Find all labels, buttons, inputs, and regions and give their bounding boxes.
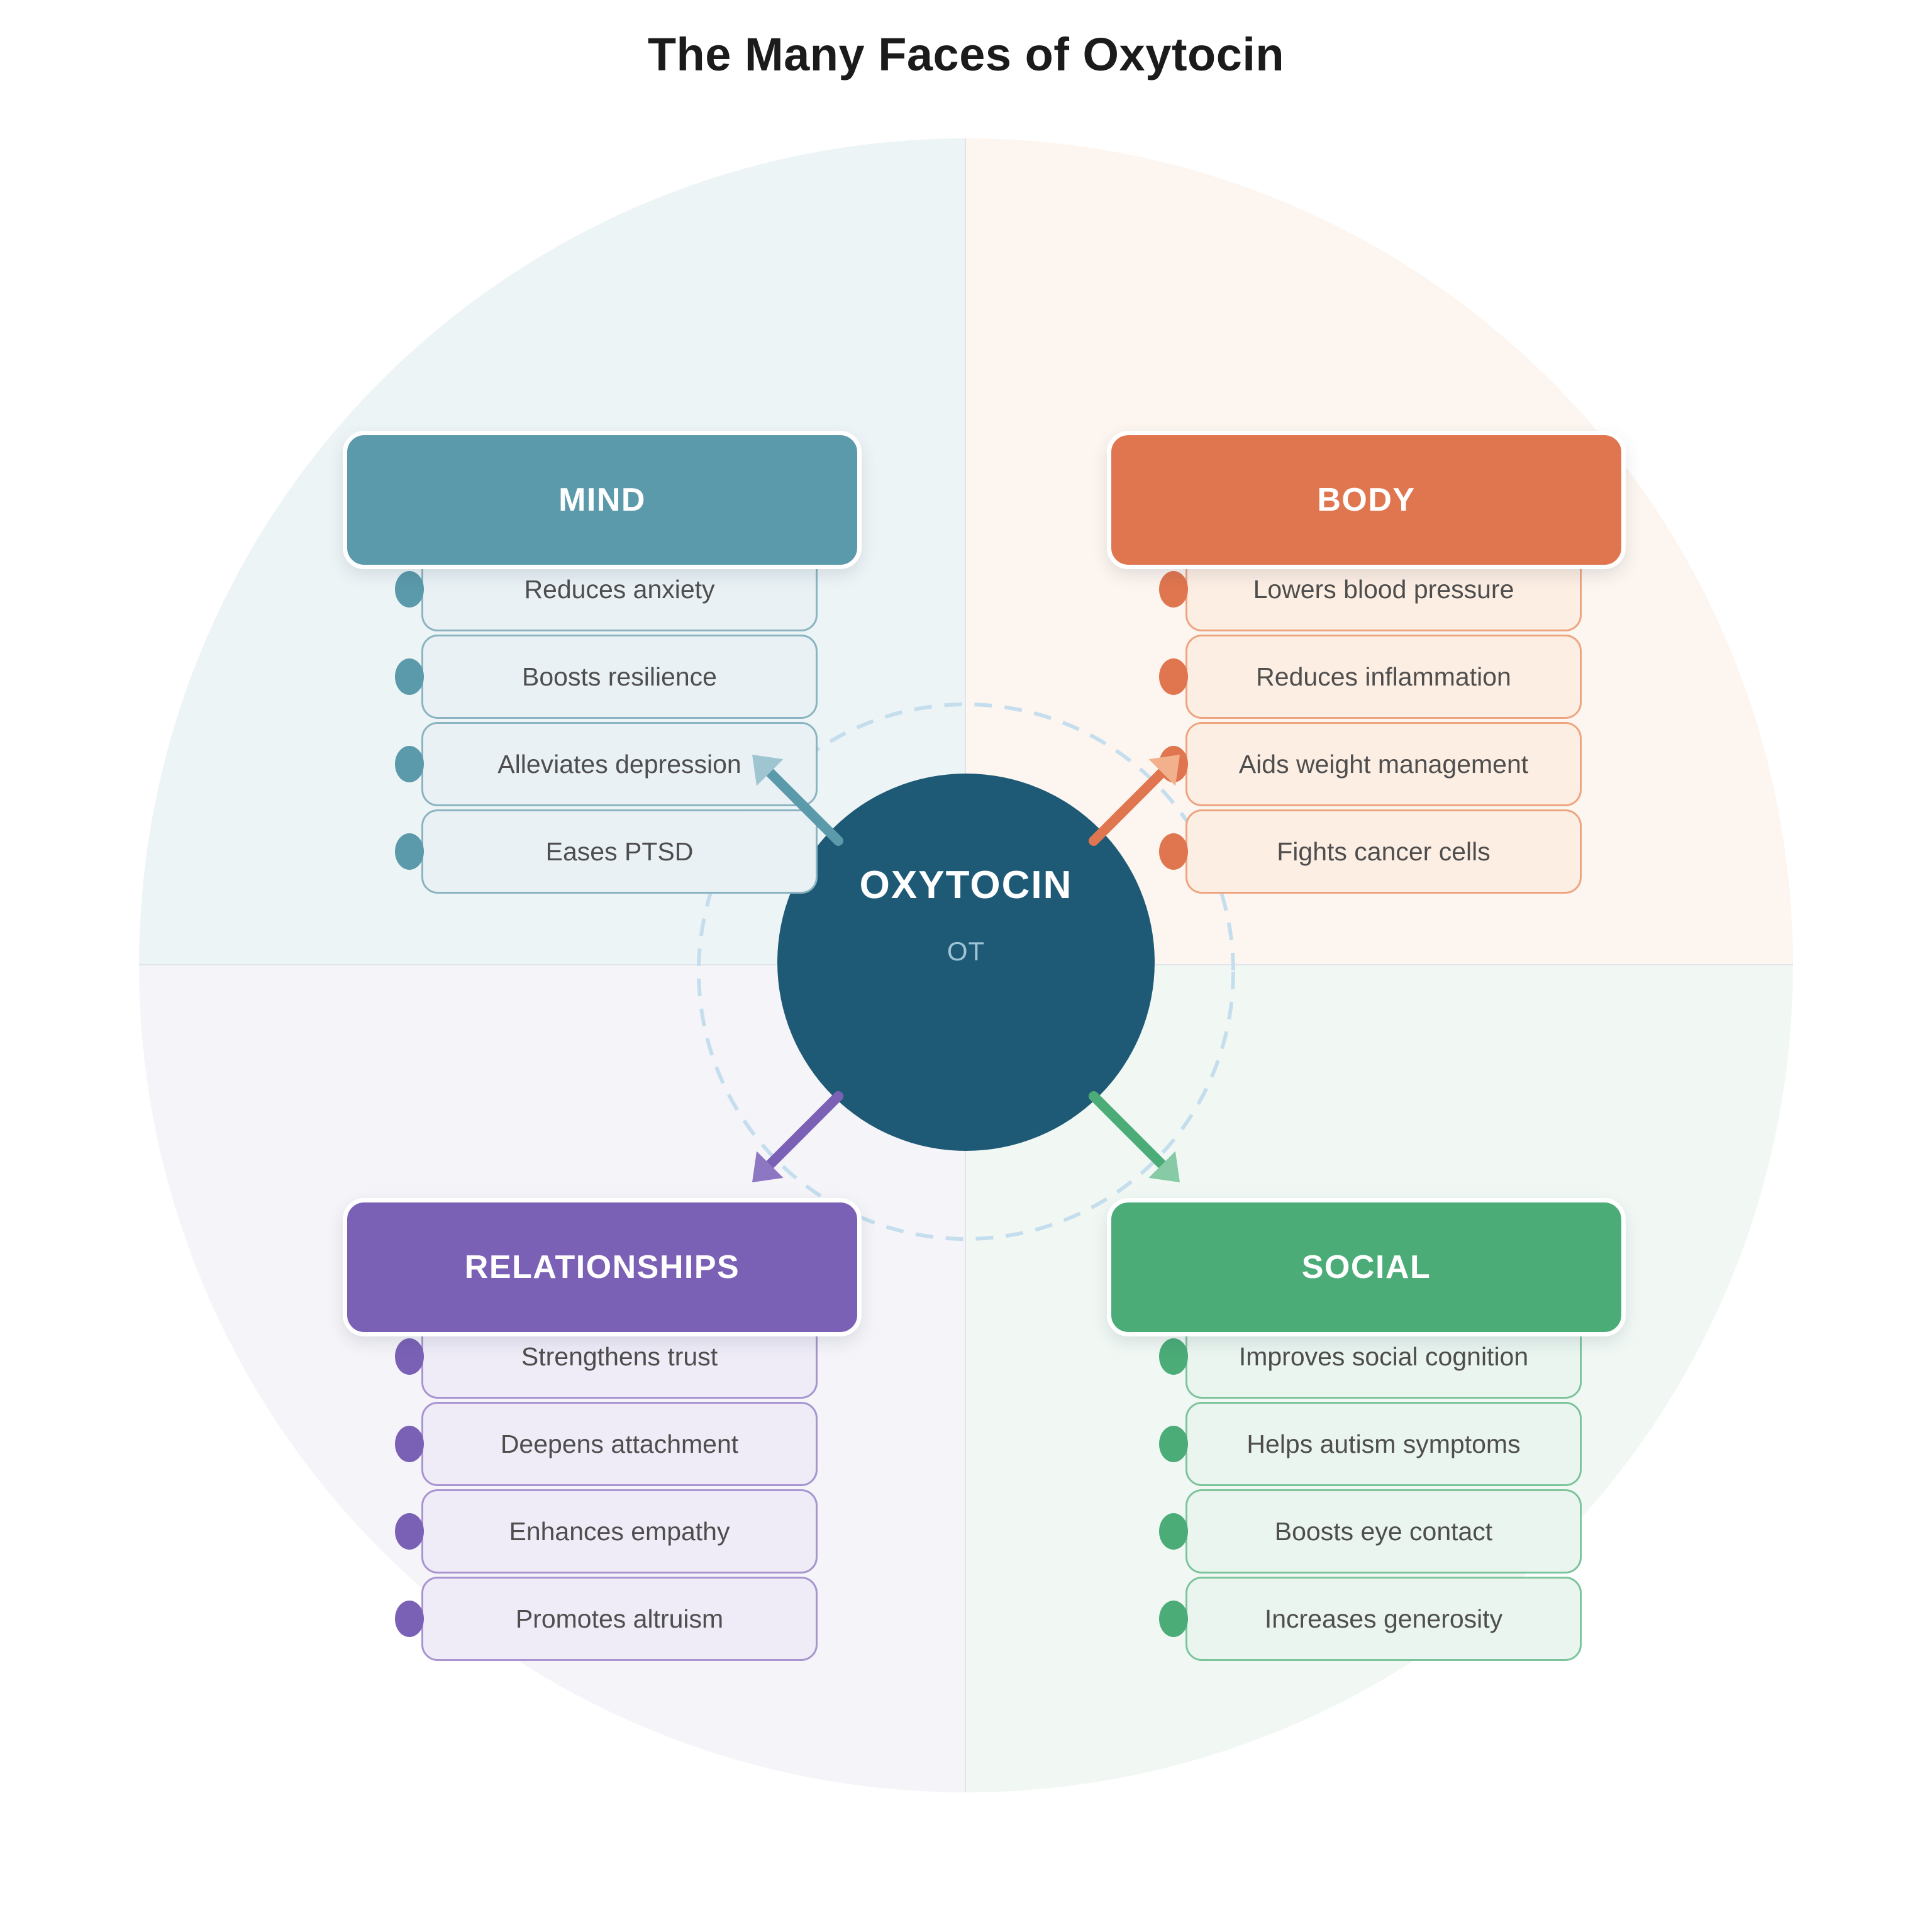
benefit-label: Aids weight management: [1238, 749, 1529, 779]
benefit-label: Promotes altruism: [515, 1604, 724, 1633]
quadrant-header-body: BODY: [1107, 431, 1626, 569]
benefit-label: Boosts eye contact: [1274, 1516, 1493, 1546]
bullet-dot-icon: [1159, 1513, 1188, 1550]
bullet-dot-icon: [395, 658, 424, 695]
bullet-dot-icon: [1159, 1338, 1188, 1375]
benefit-label: Strengthens trust: [521, 1341, 718, 1371]
benefit-label: Deepens attachment: [500, 1429, 739, 1458]
bullet-dot-icon: [395, 1601, 424, 1637]
center-sublabel: OT: [947, 936, 985, 966]
benefit-item: Reduces inflammation: [1159, 635, 1582, 719]
bullet-dot-icon: [395, 746, 424, 782]
benefit-label: Reduces anxiety: [524, 574, 715, 604]
benefit-label: Eases PTSD: [545, 836, 694, 866]
benefit-label: Fights cancer cells: [1277, 836, 1491, 866]
benefit-label: Boosts resilience: [522, 662, 717, 691]
bullet-dot-icon: [395, 1426, 424, 1462]
benefit-label: Enhances empathy: [509, 1516, 730, 1546]
benefit-item: Fights cancer cells: [1159, 809, 1582, 894]
bullet-dot-icon: [1159, 658, 1188, 695]
benefit-item: Helps autism symptoms: [1159, 1402, 1582, 1486]
bullet-dot-icon: [395, 833, 424, 870]
bullet-dot-icon: [395, 1513, 424, 1550]
quadrant-header-social: SOCIAL: [1107, 1198, 1626, 1336]
center-node-text: OXYTOCIN OT: [860, 863, 1073, 967]
benefit-label: Alleviates depression: [497, 749, 741, 779]
bullet-dot-icon: [1159, 833, 1188, 870]
benefit-item: Promotes altruism: [395, 1577, 818, 1661]
relationships-items: Strengthens trust Deepens attachment Enh…: [395, 1314, 818, 1661]
bullet-dot-icon: [1159, 1601, 1188, 1637]
benefit-label: Improves social cognition: [1238, 1341, 1529, 1371]
benefit-item: Alleviates depression: [395, 722, 818, 806]
quadrant-header-mind: MIND: [343, 431, 862, 569]
bullet-dot-icon: [1159, 1426, 1188, 1462]
benefit-item: Enhances empathy: [395, 1489, 818, 1574]
bullet-dot-icon: [1159, 571, 1188, 608]
social-items: Improves social cognition Helps autism s…: [1159, 1314, 1582, 1661]
benefit-label: Increases generosity: [1264, 1604, 1503, 1633]
bullet-dot-icon: [395, 1338, 424, 1375]
body-items: Lowers blood pressure Reduces inflammati…: [1159, 547, 1582, 894]
benefit-item: Increases generosity: [1159, 1577, 1582, 1661]
benefit-item: Deepens attachment: [395, 1402, 818, 1486]
center-node: OXYTOCIN OT: [777, 774, 1155, 1151]
bullet-dot-icon: [395, 571, 424, 608]
quadrant-header-label: MIND: [558, 482, 646, 518]
benefit-label: Helps autism symptoms: [1246, 1429, 1521, 1458]
benefit-item: Aids weight management: [1159, 722, 1582, 806]
benefit-item: Eases PTSD: [395, 809, 818, 894]
benefit-label: Reduces inflammation: [1256, 662, 1511, 691]
benefit-label: Lowers blood pressure: [1253, 574, 1514, 604]
quadrant-header-label: SOCIAL: [1301, 1249, 1431, 1285]
benefit-item: Boosts eye contact: [1159, 1489, 1582, 1574]
quadrant-header-relationships: RELATIONSHIPS: [343, 1198, 862, 1336]
bullet-dot-icon: [1159, 746, 1188, 782]
page-title: The Many Faces of Oxytocin: [647, 28, 1285, 80]
benefit-item: Boosts resilience: [395, 635, 818, 719]
quadrant-header-label: RELATIONSHIPS: [464, 1249, 740, 1285]
center-label: OXYTOCIN: [859, 863, 1073, 907]
quadrant-header-label: BODY: [1317, 482, 1416, 518]
mind-items: Reduces anxiety Boosts resilience Allevi…: [395, 547, 818, 894]
